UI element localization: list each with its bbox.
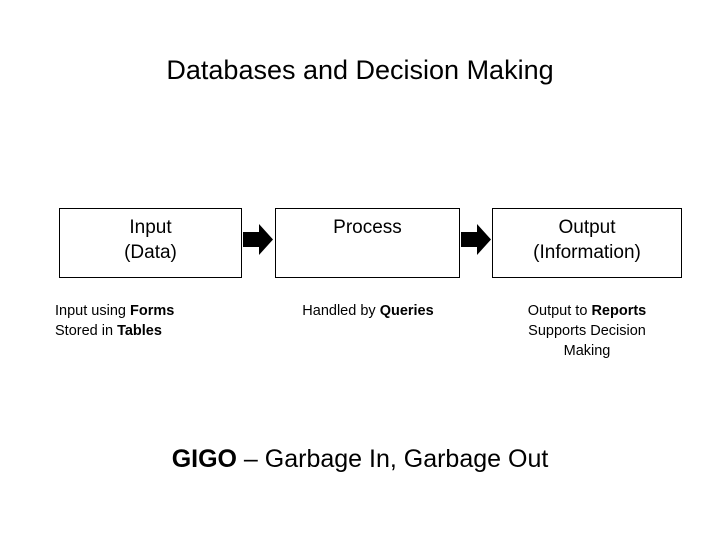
caption-output-line1-text: Output to xyxy=(527,303,592,319)
flow-box-output: Output (Information) xyxy=(492,208,682,278)
flow-box-output-line1: Output xyxy=(558,217,616,238)
caption-output-line2: Supports Decision xyxy=(528,323,646,339)
caption-input-line2-bold: Tables xyxy=(117,323,162,339)
tagline-rest: – Garbage In, Garbage Out xyxy=(236,445,549,473)
flow-box-process-line1: Process xyxy=(333,217,402,238)
caption-input: Input using Forms Stored in Tables xyxy=(55,301,255,341)
caption-output: Output to Reports Supports Decision Maki… xyxy=(492,301,682,361)
caption-input-line1-text: Input using xyxy=(55,303,130,319)
caption-input-line2: Stored in Tables xyxy=(55,321,255,341)
caption-process-line1: Handled by Queries xyxy=(272,301,464,321)
caption-process-line1-bold: Queries xyxy=(379,303,434,319)
page-title: Databases and Decision Making xyxy=(166,55,554,85)
caption-process-line1-text: Handled by xyxy=(302,303,380,319)
caption-input-line1-bold: Forms xyxy=(129,303,175,319)
flow-box-output-line2: (Information) xyxy=(533,242,641,263)
tagline: GIGO – Garbage In, Garbage Out xyxy=(0,444,720,474)
caption-process: Handled by Queries xyxy=(272,301,464,321)
caption-input-line1: Input using Forms xyxy=(55,301,255,321)
caption-input-line2-text: Stored in xyxy=(55,323,118,339)
caption-output-line1: Output to Reports xyxy=(492,301,682,321)
flow-box-process: Process xyxy=(275,208,460,278)
right-arrow-icon xyxy=(461,224,491,255)
tagline-bold: GIGO xyxy=(171,445,237,473)
caption-output-line3: Making xyxy=(563,343,611,359)
caption-output-line1-bold: Reports xyxy=(591,303,647,319)
flow-box-input-line1: Input xyxy=(129,217,172,238)
right-arrow-icon xyxy=(243,224,273,255)
flow-box-input: Input (Data) xyxy=(59,208,242,278)
flow-box-input-line2: (Data) xyxy=(124,242,177,263)
